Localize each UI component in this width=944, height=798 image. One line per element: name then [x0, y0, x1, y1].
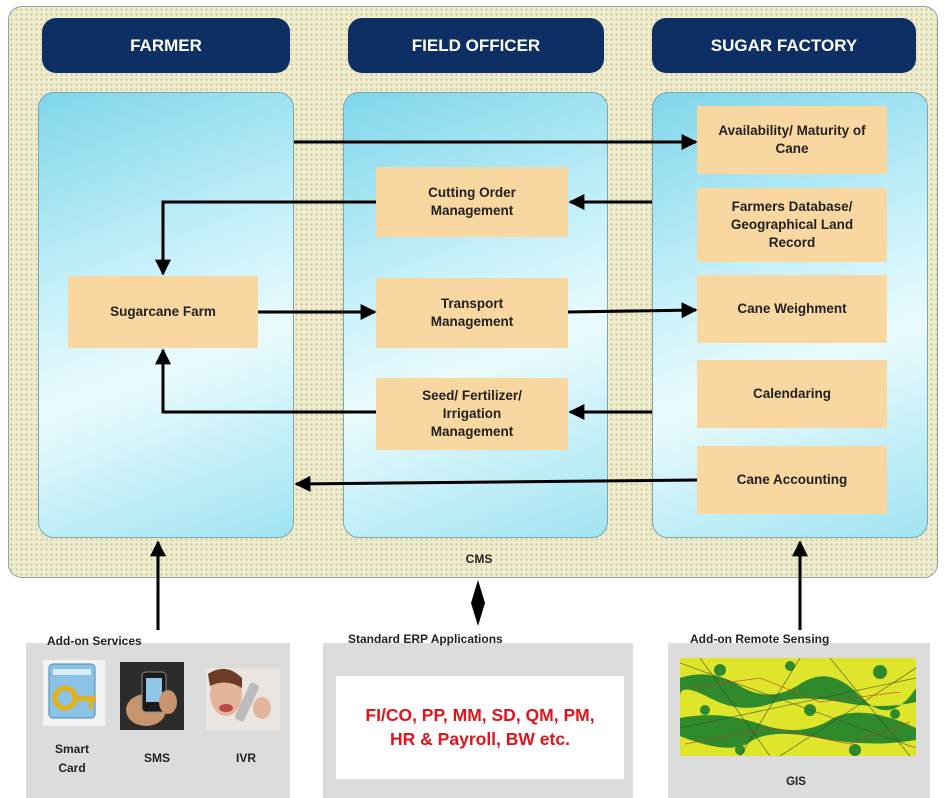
arrow-cutting-order-to-farm [155, 200, 376, 276]
arrow-seed-to-farm [155, 348, 376, 414]
arrow-accounting-to-farmer [294, 475, 698, 492]
header-farmer: FARMER [42, 18, 290, 73]
gis-map-image [680, 658, 916, 756]
mobile-phone-icon [120, 662, 184, 730]
transport-box: Transport Management [376, 278, 568, 348]
sugarcane-farm-box: Sugarcane Farm [68, 276, 258, 348]
erp-title: Standard ERP Applications [348, 632, 503, 646]
sms-label: SMS [143, 751, 170, 765]
farmers-database-box: Farmers Database/ Geographical Land Reco… [697, 188, 887, 262]
cms-label: CMS [465, 552, 493, 566]
smart-card-label: Smart Card [54, 742, 89, 775]
calendaring-box: Calendaring [697, 360, 887, 428]
erp-applications-text: FI/CO, PP, MM, SD, QM, PM, HR & Payroll,… [336, 676, 624, 779]
smart-card-icon [43, 660, 105, 726]
remote-sensing-title: Add-on Remote Sensing [690, 632, 830, 646]
cane-weighment-box: Cane Weighment [697, 275, 887, 343]
ivr-label: IVR [235, 751, 256, 765]
seed-fertilizer-box: Seed/ Fertilizer/ Irrigation Management [376, 378, 568, 450]
addon-services-title: Add-on Services [47, 634, 142, 648]
availability-box: Availability/ Maturity of Cane [697, 106, 887, 174]
erp-diamond-connector [471, 580, 485, 626]
arrow-transport-to-weighment [567, 302, 698, 319]
cane-accounting-box: Cane Accounting [697, 446, 887, 514]
gis-label: GIS [786, 776, 806, 788]
header-sugar-factory: SUGAR FACTORY [652, 18, 916, 73]
header-field-officer: FIELD OFFICER [348, 18, 604, 73]
ivr-phone-icon [206, 668, 280, 730]
cutting-order-box: Cutting Order Management [376, 167, 568, 237]
